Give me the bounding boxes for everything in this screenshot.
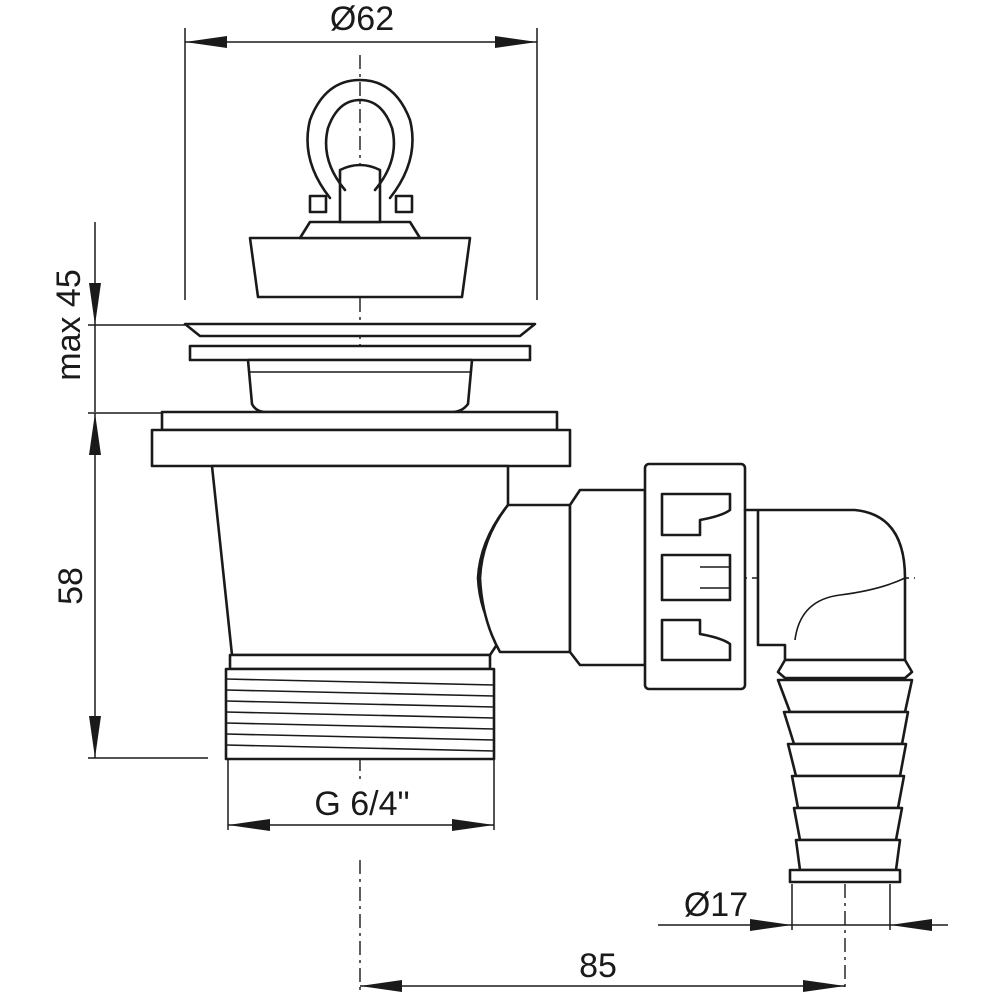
hose-elbow [743, 508, 914, 884]
body-height-label: 58 [52, 567, 90, 605]
threaded-section [224, 667, 496, 761]
hose-diameter-label: Ø17 [684, 886, 748, 924]
stopper-plug [248, 78, 472, 299]
dimension-hose-diameter [658, 884, 948, 931]
dimension-thread [227, 760, 495, 831]
dimension-body-height [88, 413, 208, 759]
side-outlet [478, 462, 747, 691]
drain-body [150, 410, 572, 671]
dimension-offset [360, 980, 845, 992]
dimension-max-height [88, 222, 185, 414]
strainer [183, 322, 537, 414]
offset-label: 85 [579, 947, 617, 985]
thread-label: G 6/4" [314, 785, 409, 823]
top-diameter-label: Ø62 [330, 0, 394, 38]
dimension-top-diameter [184, 28, 538, 300]
max-height-label: max 45 [50, 269, 88, 381]
